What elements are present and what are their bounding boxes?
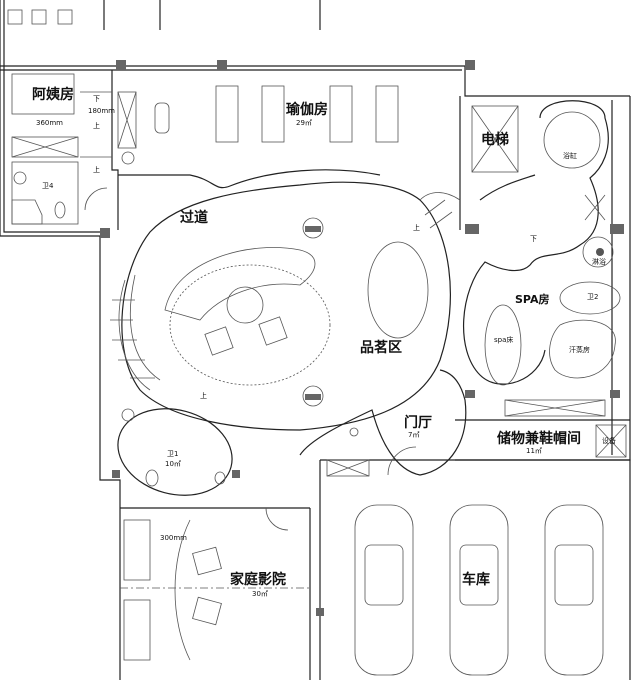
garage-cars — [354, 504, 604, 676]
label-bath4: 卫4 — [42, 182, 54, 190]
label-foyer-area: 7㎡ — [408, 431, 419, 439]
room-labels: 阿姨房 下 180mm 360mm 上 上 卫4 瑜伽房 29㎡ 电梯 浴缸 过… — [32, 86, 616, 598]
bath1 — [117, 408, 233, 496]
foyer — [299, 369, 467, 477]
label-up: 上 — [93, 165, 100, 174]
label-yoga-area: 29㎡ — [296, 119, 312, 127]
car-icon — [544, 504, 604, 676]
label-up-stair: 上 — [200, 391, 207, 400]
label-dim-180: 180mm — [88, 107, 115, 115]
label-bath1-area: 10㎡ — [165, 460, 181, 468]
label-elevator: 电梯 — [481, 131, 509, 148]
walls — [0, 0, 631, 680]
label-up-corridor: 上 — [413, 223, 420, 232]
label-corridor: 过道 — [180, 209, 208, 226]
spa-area — [463, 100, 621, 386]
storage — [504, 399, 627, 458]
label-tea-area: 品茗区 — [360, 339, 402, 356]
nanny-room — [11, 73, 112, 225]
label-bath2: 卫2 — [587, 293, 598, 301]
lounge — [110, 181, 461, 431]
label-nanny-room: 阿姨房 — [32, 86, 74, 103]
label-theater-area: 30㎡ — [252, 590, 268, 598]
label-spa: SPA房 — [515, 292, 550, 306]
home-theater — [120, 507, 310, 661]
car-icon — [354, 504, 414, 676]
label-theater: 家庭影院 — [230, 571, 286, 588]
label-bath1: 卫1 — [167, 450, 178, 458]
label-up: 上 — [93, 121, 100, 130]
label-yoga: 瑜伽房 — [286, 101, 328, 118]
label-down: 下 — [93, 95, 100, 103]
label-storage: 储物兼鞋帽间 — [496, 430, 581, 447]
yoga-room — [117, 85, 399, 189]
label-sauna: 汗蒸房 — [569, 345, 590, 354]
label-garage: 车库 — [462, 571, 490, 588]
label-bathtub: 浴缸 — [563, 151, 577, 160]
label-equipment: 设备 — [602, 436, 616, 445]
columns — [100, 60, 624, 616]
car-icon — [449, 504, 509, 676]
label-shower: 淋浴 — [592, 257, 606, 266]
label-foyer: 门厅 — [404, 414, 432, 431]
label-down-spa: 下 — [530, 235, 537, 243]
label-storage-area: 11㎡ — [526, 447, 542, 455]
label-dim-300: 300mm — [160, 534, 187, 542]
elevator — [471, 105, 519, 173]
label-spa-bed: spa床 — [494, 335, 513, 344]
label-dim-360: 360mm — [36, 119, 63, 127]
